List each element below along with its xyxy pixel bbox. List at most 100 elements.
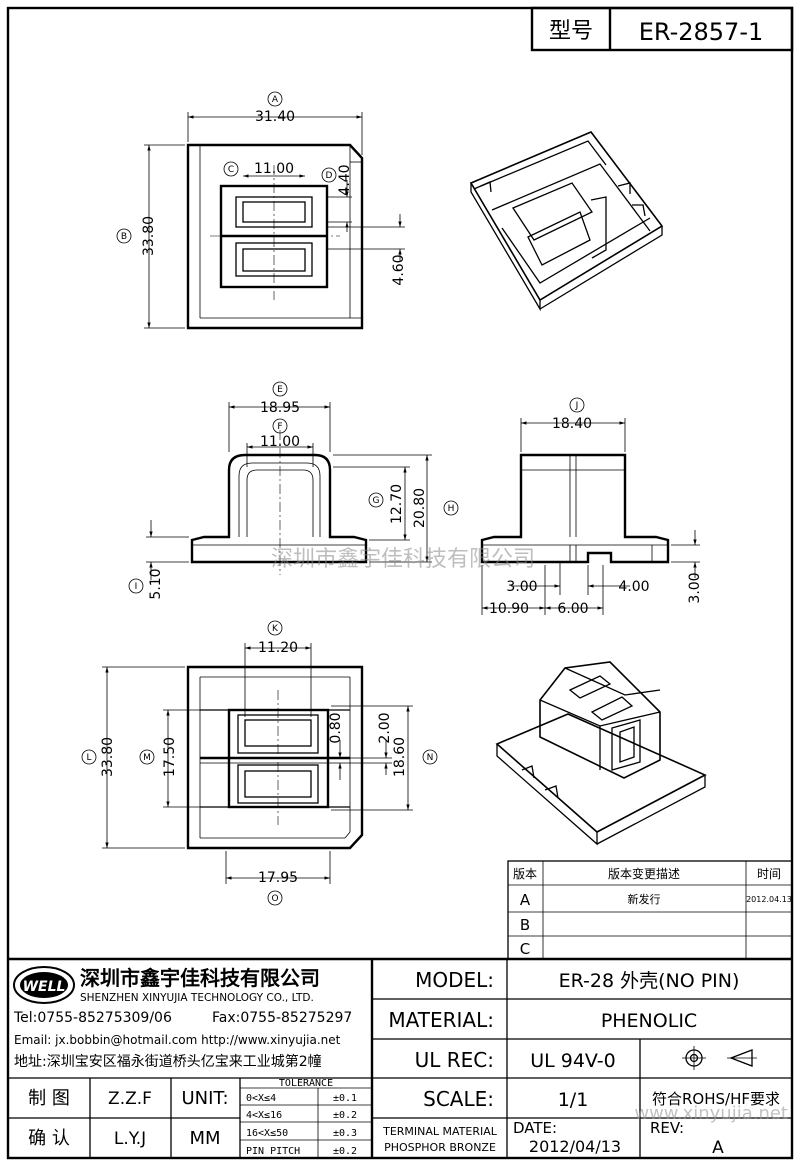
label-I: I bbox=[135, 582, 138, 592]
scale-value: 1/1 bbox=[558, 1089, 589, 1111]
isometric-view-top bbox=[469, 131, 664, 312]
rev-row-a-date: 2012.04.13 bbox=[746, 895, 792, 904]
tol-value-1: ±0.1 bbox=[333, 1093, 357, 1104]
dim-L-value: 33.80 bbox=[100, 737, 116, 777]
side-dim-4-00-value: 4.00 bbox=[618, 579, 649, 595]
header-box: 型号 ER-2857-1 bbox=[530, 6, 794, 52]
side-dim-3-00-value: 3.00 bbox=[506, 579, 537, 595]
dim-F-value: 11.00 bbox=[260, 434, 300, 450]
dim-O-value: 17.95 bbox=[258, 870, 298, 886]
dim-J-value: 18.40 bbox=[552, 416, 592, 432]
dim-M-value: 17.50 bbox=[162, 737, 178, 777]
unit-value: MM bbox=[189, 1128, 220, 1149]
model-label: MODEL: bbox=[415, 968, 494, 992]
label-E: E bbox=[277, 385, 283, 395]
projection-symbol-icon bbox=[682, 1046, 757, 1070]
dim-N-value: 18.60 bbox=[392, 737, 408, 777]
label-A: A bbox=[272, 95, 279, 105]
draw-label: 制 图 bbox=[28, 1088, 70, 1109]
tolerance-title: TOLERANCE bbox=[279, 1078, 333, 1089]
rev-header-desc: 版本变更描述 bbox=[608, 866, 680, 881]
revision-table: 版本 版本变更描述 时间 A 新发行 2012.04.13 B C bbox=[507, 860, 793, 960]
tol-value-3: ±0.3 bbox=[333, 1128, 357, 1139]
label-K: K bbox=[272, 624, 279, 634]
label-G: G bbox=[373, 496, 380, 506]
company-tel: Tel:0755-85275309/06 bbox=[13, 1010, 172, 1026]
company-address: 地址:深圳宝安区福永街道桥头亿宝来工业城第2幢 bbox=[14, 1053, 322, 1070]
header-model-label: 型号 bbox=[549, 19, 593, 44]
side-view: J 18.40 3.00 4.00 10.90 6.00 3.00 bbox=[480, 397, 703, 617]
dim-B-value: 33.80 bbox=[141, 216, 157, 256]
label-H: H bbox=[448, 504, 455, 514]
top-view: A 31.40 B 33.80 C 11.00 D 4.40 4.60 bbox=[116, 91, 407, 330]
confirm-value: L.Y.J bbox=[114, 1129, 146, 1149]
company-email: Email: jx.bobbin@hotmail.com http://www.… bbox=[14, 1033, 341, 1047]
watermark-url: www.xinyujia.net bbox=[634, 1103, 788, 1124]
ulrec-label: UL REC: bbox=[415, 1048, 494, 1072]
label-C: C bbox=[228, 165, 234, 175]
side-dim-3-00-vertical-value: 3.00 bbox=[687, 572, 703, 603]
rev-row-c-rev: C bbox=[520, 940, 530, 958]
dim-0-80-value: 0.80 bbox=[328, 712, 344, 743]
material-value: PHENOLIC bbox=[601, 1010, 697, 1032]
dim-C-value: 11.00 bbox=[254, 161, 294, 177]
company-name-cn: 深圳市鑫宇佳科技有限公司 bbox=[80, 966, 320, 990]
tol-value-4: ±0.2 bbox=[333, 1146, 357, 1157]
scale-label: SCALE: bbox=[423, 1087, 494, 1111]
rohs-text: 符合ROHS/HF要求 bbox=[652, 1090, 780, 1108]
company-logo: WELL bbox=[13, 966, 75, 1004]
label-O: O bbox=[271, 894, 278, 904]
label-N: N bbox=[427, 753, 434, 763]
material-label: MATERIAL: bbox=[388, 1008, 494, 1032]
terminal-line2: PHOSPHOR BRONZE bbox=[384, 1141, 496, 1154]
dim-2-00-value: 2.00 bbox=[377, 712, 393, 743]
rev-header-date: 时间 bbox=[757, 867, 781, 881]
label-J: J bbox=[575, 401, 579, 411]
unit-label: UNIT: bbox=[181, 1088, 228, 1109]
date-value: 2012/04/13 bbox=[529, 1137, 621, 1156]
isometric-view-bottom bbox=[495, 661, 707, 846]
watermark-company: 深圳市鑫宇佳科技有限公司 bbox=[271, 547, 535, 572]
dim-A-value: 31.40 bbox=[255, 109, 295, 125]
terminal-line1: TERMINAL MATERIAL bbox=[382, 1125, 498, 1138]
company-logo-text: WELL bbox=[23, 979, 66, 995]
tol-value-2: ±0.2 bbox=[333, 1110, 357, 1121]
company-name-en: SHENZHEN XINYUJIA TECHNOLOGY CO., LTD. bbox=[80, 992, 314, 1004]
rev-header-version: 版本 bbox=[513, 867, 537, 881]
rev-row-a-rev: A bbox=[520, 891, 531, 909]
rev-row-b-rev: B bbox=[520, 916, 530, 934]
bottom-view: K 11.20 L 33.80 M 17.50 N 18.60 0.80 2.0… bbox=[81, 620, 438, 906]
tol-range-3: 16<X≤50 bbox=[246, 1128, 288, 1139]
dim-D-value: 4.40 bbox=[337, 164, 353, 195]
rev-label: REV: bbox=[650, 1119, 684, 1137]
date-label: DATE: bbox=[513, 1119, 557, 1137]
header-model-value: ER-2857-1 bbox=[639, 18, 764, 46]
dim-K-value: 11.20 bbox=[258, 640, 298, 656]
label-L: L bbox=[86, 753, 91, 763]
sheet-border bbox=[6, 6, 794, 1160]
label-D: D bbox=[326, 171, 333, 181]
label-M: M bbox=[143, 753, 151, 763]
label-B: B bbox=[121, 232, 127, 242]
ulrec-value: UL 94V-0 bbox=[530, 1050, 616, 1072]
tolerance-table: TOLERANCE 0<X≤4 ±0.1 4<X≤16 ±0.2 16<X≤50… bbox=[240, 1078, 372, 1158]
title-block: WELL 深圳市鑫宇佳科技有限公司 SHENZHEN XINYUJIA TECH… bbox=[8, 957, 792, 1158]
model-value: ER-28 外壳(NO PIN) bbox=[559, 970, 740, 992]
rev-row-a-desc: 新发行 bbox=[628, 892, 661, 906]
tol-range-1: 0<X≤4 bbox=[246, 1093, 276, 1104]
dim-E-value: 18.95 bbox=[260, 400, 300, 416]
draw-value: Z.Z.F bbox=[108, 1089, 152, 1109]
rev-value: A bbox=[712, 1138, 724, 1158]
company-fax: Fax:0755-85275297 bbox=[212, 1010, 352, 1026]
dim-H-value: 20.80 bbox=[412, 488, 428, 528]
tol-range-2: 4<X≤16 bbox=[246, 1110, 282, 1121]
dim-I-value: 5.10 bbox=[148, 568, 164, 599]
front-view: E 18.95 F 11.00 G 12.70 H 20.80 I 5.10 bbox=[128, 381, 459, 600]
dim-4-60-value: 4.60 bbox=[391, 254, 407, 285]
tol-range-4: PIN PITCH bbox=[246, 1146, 300, 1157]
side-dim-6-00-value: 6.00 bbox=[557, 601, 588, 617]
dim-G-value: 12.70 bbox=[389, 484, 405, 524]
confirm-label: 确 认 bbox=[28, 1128, 70, 1149]
label-F: F bbox=[277, 422, 282, 432]
